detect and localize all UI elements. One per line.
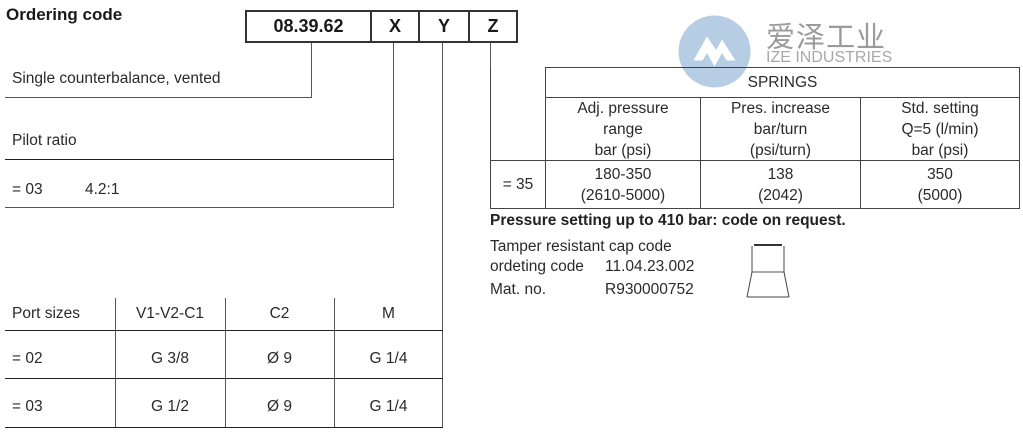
pilot-ratio-code: = 03 [12, 181, 43, 198]
increase-psi: (2042) [758, 186, 803, 204]
port-header-v1v2c1: V1-V2-C1 [135, 305, 205, 322]
watermark-cn: 爱泽工业 [766, 22, 887, 54]
port-row-m: G 1/4 [369, 350, 408, 367]
port-header-label: Port sizes [12, 305, 81, 322]
springs-code-text: = 35 [502, 176, 534, 193]
springs-header-std: Std. setting Q=5 (l/min) bar (psi) [860, 97, 1020, 161]
std-bar: 350 [927, 165, 953, 183]
springs-table: SPRINGS Adj. pressure range bar (psi) Pr… [490, 67, 1020, 209]
port-col-divider [334, 298, 335, 428]
springs-row-std: 350 (5000) [860, 160, 1020, 209]
springs-header-range: Adj. pressure range bar (psi) [545, 97, 701, 161]
pilot-ratio-label: Pilot ratio [12, 132, 77, 149]
mat-no-value: R930000752 [605, 281, 694, 298]
cap-line2-value: 11.04.23.002 [605, 258, 695, 275]
port-row-divider [5, 378, 443, 379]
ordering-code-title: Ordering code [6, 5, 123, 24]
springs-title-text: SPRINGS [747, 74, 818, 91]
pilot-ratio-divider [5, 159, 394, 160]
port-header-m: M [382, 305, 395, 322]
port-row-c2: Ø 9 [267, 350, 292, 367]
mat-no-label: Mat. no. [490, 281, 546, 298]
watermark-en: IZE INDUSTRIES [766, 49, 893, 66]
std-psi: (5000) [917, 186, 963, 204]
pressure-note: Pressure setting up to 410 bar: code on … [490, 212, 846, 229]
springs-header-increase: Pres. increase bar/turn (psi/turn) [700, 97, 861, 161]
springs-title: SPRINGS [545, 67, 1020, 98]
port-row-code: = 02 [12, 350, 43, 367]
code-y: Y [420, 12, 470, 41]
connector-y [442, 43, 443, 428]
header-line: bar (psi) [594, 141, 652, 159]
tamper-cap-icon [746, 244, 790, 298]
port-row-code: = 03 [12, 398, 43, 415]
ize-logo-icon [678, 15, 751, 88]
code-z: Z [487, 16, 499, 36]
port-sizes-table: Port sizes V1-V2-C1 C2 M = 02 G 3/8 Ø 9 … [5, 298, 443, 428]
range-bar: 180-350 [594, 165, 652, 183]
ordering-code-box: 08.39.62 X Y Z [245, 10, 518, 43]
port-header-divider [5, 330, 443, 331]
header-line: Q=5 (l/min) [901, 120, 979, 138]
springs-row-code: = 35 [490, 160, 546, 209]
port-row-m: G 1/4 [369, 398, 408, 415]
connector-base [311, 43, 312, 98]
pilot-ratio-bottom [5, 207, 394, 208]
port-bottom-line [5, 427, 443, 428]
header-line: bar (psi) [911, 141, 969, 159]
springs-row-range: 180-350 (2610-5000) [545, 160, 701, 209]
port-header-c2: C2 [269, 305, 290, 322]
pilot-ratio-value: 4.2:1 [85, 181, 120, 198]
port-row-v1v2c1: G 3/8 [151, 350, 189, 367]
header-line: bar/turn [753, 120, 808, 138]
port-col-divider [225, 298, 226, 428]
connector-x [393, 43, 394, 208]
port-row-c2: Ø 9 [267, 398, 292, 415]
base-description: Single counterbalance, vented [12, 70, 221, 87]
springs-row-increase: 138 (2042) [700, 160, 861, 209]
port-row-v1v2c1: G 1/2 [151, 398, 189, 415]
increase-bar: 138 [767, 165, 794, 183]
header-line: Adj. pressure [577, 99, 669, 117]
code-base: 08.39.62 [247, 12, 372, 41]
header-line: Std. setting [901, 99, 979, 117]
range-psi: (2610-5000) [580, 186, 666, 204]
header-line: Pres. increase [730, 99, 831, 117]
port-col-divider [115, 298, 116, 428]
header-line: range [603, 120, 643, 138]
cap-line1: Tamper resistant cap code [490, 238, 672, 255]
header-line: (psi/turn) [749, 141, 812, 159]
base-underline [5, 97, 312, 98]
cap-line2-label: ordeting code [490, 258, 584, 275]
code-x: X [372, 12, 420, 41]
